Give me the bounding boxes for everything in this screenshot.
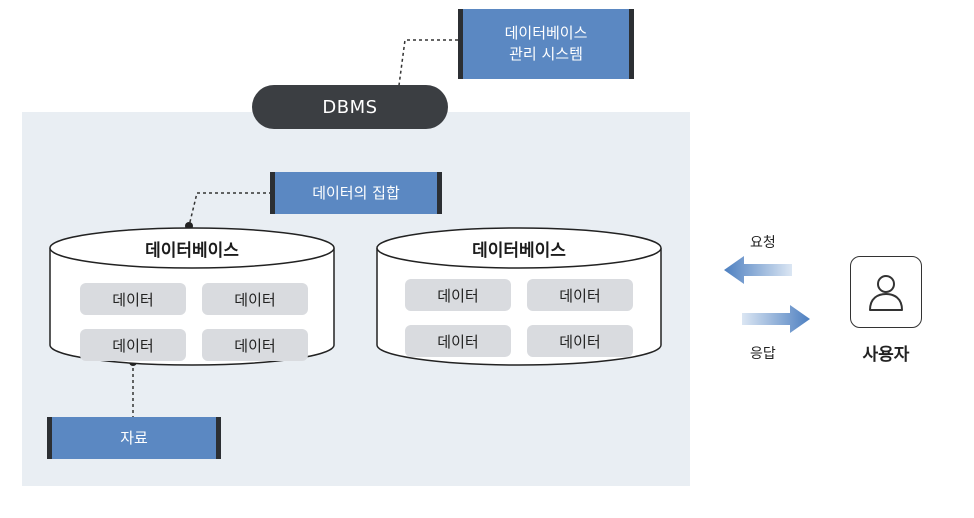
arrow-right-icon — [742, 305, 810, 333]
dbms-pill: DBMS — [252, 85, 448, 129]
data-chip: 데이터 — [527, 325, 633, 357]
data-collection-connector — [188, 192, 272, 227]
data-chip: 데이터 — [202, 329, 308, 361]
request-label: 요청 — [750, 235, 776, 251]
user-box — [850, 256, 922, 328]
user-icon — [869, 275, 903, 311]
arrow-left-icon — [724, 256, 792, 284]
data-chip: 데이터 — [202, 283, 308, 315]
data-chip: 데이터 — [80, 329, 186, 361]
data-chip: 데이터 — [405, 279, 511, 311]
data-chip: 데이터 — [527, 279, 633, 311]
response-label: 응답 — [750, 346, 776, 362]
database-title-1: 데이터베이스 — [145, 241, 239, 261]
user-label: 사용자 — [862, 345, 910, 365]
material-callout: 자료 — [47, 417, 221, 459]
data-chip: 데이터 — [405, 325, 511, 357]
database-title-2: 데이터베이스 — [472, 241, 566, 261]
data-collection-callout: 데이터의 집합 — [270, 172, 442, 214]
data-chip: 데이터 — [80, 283, 186, 315]
dbms-system-callout: 데이터베이스 관리 시스템 — [458, 9, 634, 79]
